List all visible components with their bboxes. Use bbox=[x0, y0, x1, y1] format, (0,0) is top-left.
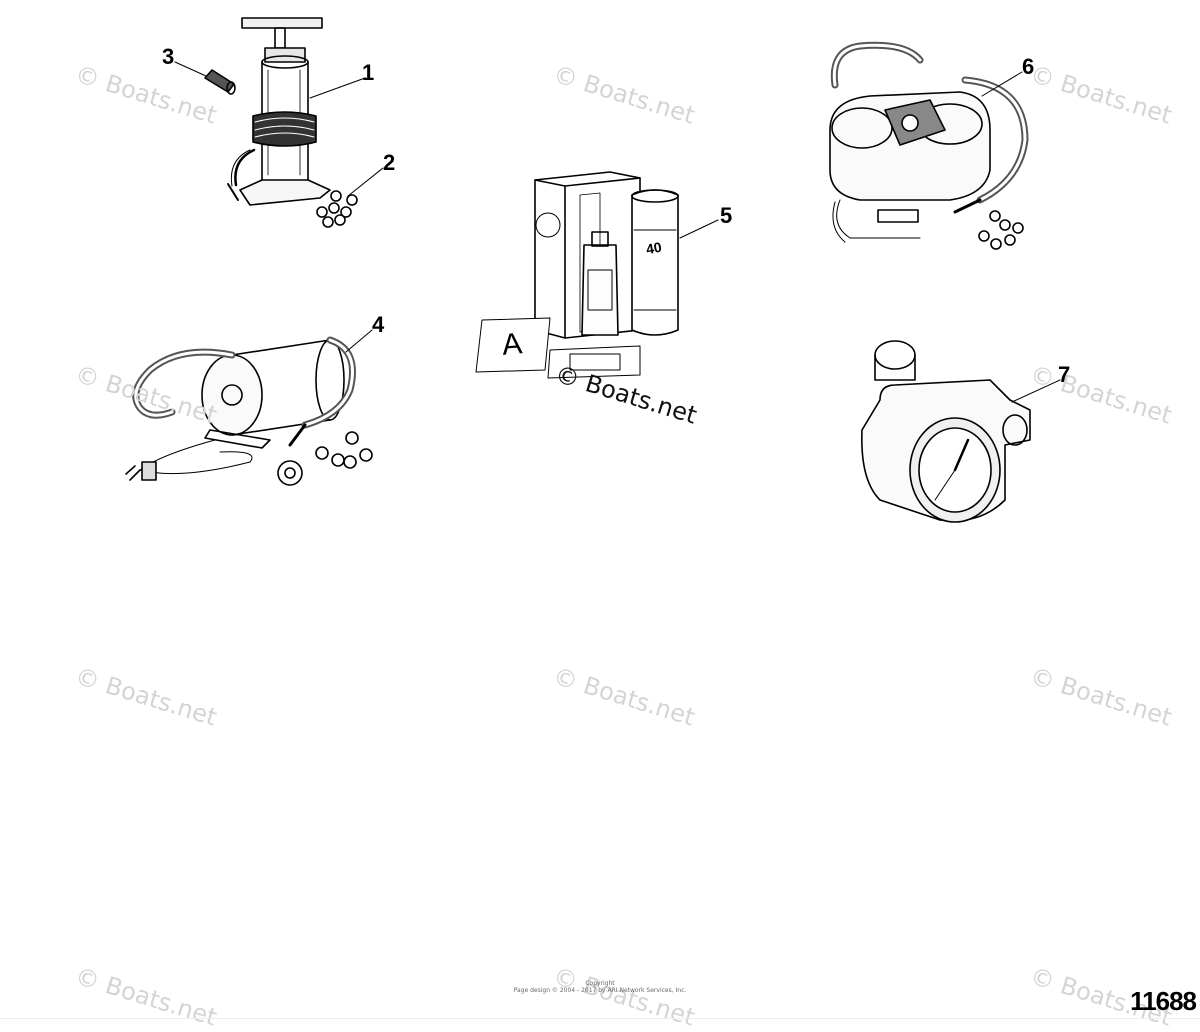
valve-adapters-illustration bbox=[316, 190, 358, 228]
callout-1: 1 bbox=[362, 60, 375, 85]
callout-2: 2 bbox=[383, 150, 396, 175]
callout-3: 3 bbox=[162, 44, 175, 69]
copyright-line-1: Copyright bbox=[585, 980, 615, 987]
electric-pump-illustration bbox=[125, 336, 373, 486]
callout-7: 7 bbox=[1058, 362, 1071, 387]
callout-6: 6 bbox=[1022, 54, 1035, 79]
stencil-letter: A bbox=[500, 327, 524, 362]
valve-fitting-illustration bbox=[204, 69, 236, 95]
leader-lines bbox=[174, 61, 1061, 403]
pressure-gauge-illustration bbox=[861, 340, 1031, 523]
12v-pump-illustration bbox=[829, 41, 1029, 250]
figure-number: 11688 bbox=[1130, 986, 1197, 1016]
callout-5: 5 bbox=[720, 203, 733, 228]
repair-kit-illustration bbox=[475, 171, 679, 379]
can-label: 40 bbox=[644, 238, 663, 258]
copyright-line-2: Page design © 2004 - 2017 by ARI Network… bbox=[513, 987, 687, 994]
callout-4: 4 bbox=[372, 312, 385, 337]
hand-pump-illustration bbox=[227, 17, 331, 206]
